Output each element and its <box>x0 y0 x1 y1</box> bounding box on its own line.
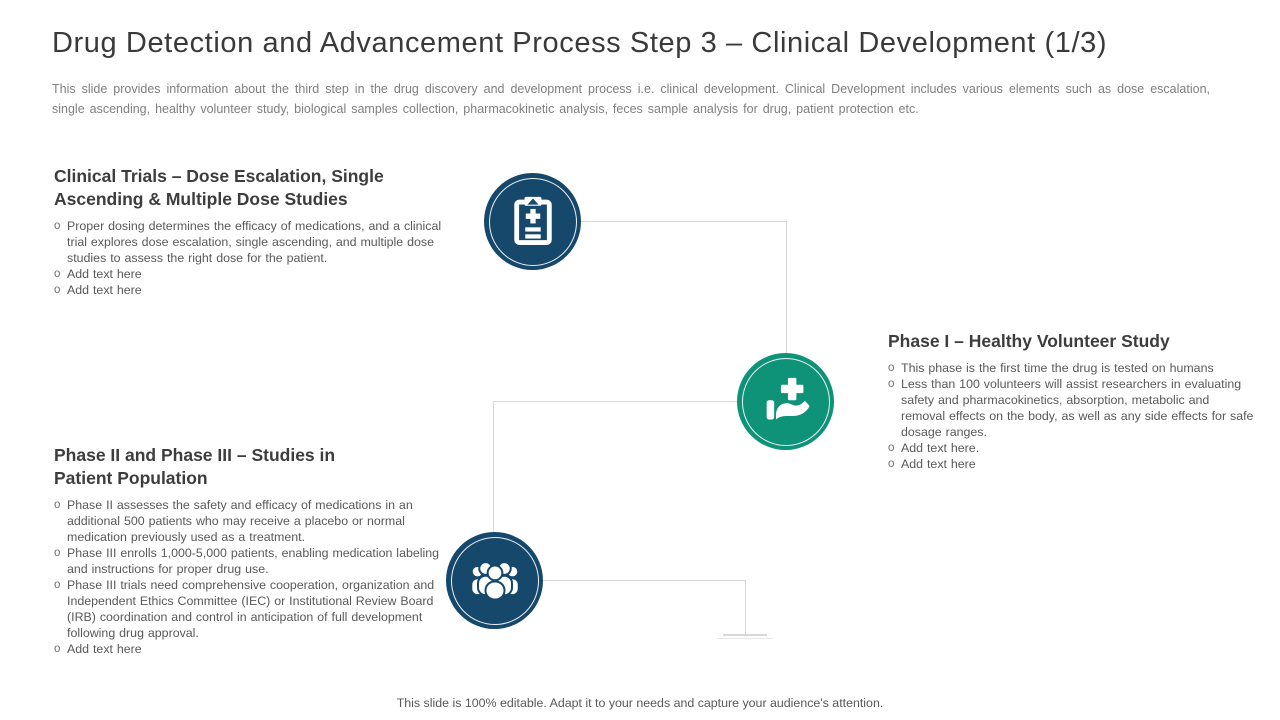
connector-end-bar <box>723 634 767 636</box>
bullet-text: Add text here. <box>901 441 980 456</box>
bullet-list: o This phase is the first time the drug i… <box>888 360 1254 472</box>
bullet-marker: o <box>54 546 61 559</box>
bullet-text: Less than 100 volunteers will assist res… <box>901 377 1254 440</box>
heading-line: Phase I – Healthy Volunteer Study <box>888 331 1170 351</box>
heading-line: Ascending & Multiple Dose Studies <box>54 189 348 210</box>
bullet-text: Add text here <box>901 457 976 472</box>
bullet-text: Proper dosing determines the efficacy of… <box>67 219 442 266</box>
hand-plus-icon <box>766 377 810 420</box>
bullet-list: o Proper dosing determines the efficacy o… <box>54 218 446 298</box>
list-item: o Phase III trials need comprehensive coo… <box>54 577 446 641</box>
connector-clipboard-right <box>581 221 787 223</box>
phase1-badge <box>737 353 834 450</box>
slide-title: Drug Detection and Advancement Process S… <box>52 27 1108 59</box>
slide-subtitle: This slide provides information about th… <box>52 82 1210 116</box>
list-item: o This phase is the first time the drug i… <box>888 360 1254 376</box>
connector-down-to-people <box>493 401 495 533</box>
bullet-marker: o <box>54 267 61 280</box>
connector-down-to-hand <box>786 221 788 354</box>
bullet-marker: o <box>54 578 61 591</box>
bullet-marker: o <box>888 361 895 374</box>
bullet-text: Add text here <box>67 283 142 298</box>
connector-end-bar-2 <box>717 638 773 639</box>
people-group-icon <box>469 560 520 600</box>
list-item: o Add text here <box>54 641 446 657</box>
bullet-marker: o <box>54 219 61 232</box>
list-item: o Proper dosing determines the efficacy o… <box>54 218 446 266</box>
list-item: o Phase III enrolls 1,000-5,000 patients,… <box>54 545 446 577</box>
heading-line: Phase II and Phase III – Studies in <box>54 445 336 465</box>
section-heading: Phase II and Phase III – Studies in Pati… <box>54 444 446 490</box>
list-item: o Phase II assesses the safety and effica… <box>54 497 446 545</box>
clinical-trials-badge <box>484 173 581 270</box>
bullet-list: o Phase II assesses the safety and effica… <box>54 497 446 657</box>
bullet-marker: o <box>54 642 61 655</box>
bullet-text: This phase is the first time the drug is… <box>901 361 1214 376</box>
bullet-text: Add text here <box>67 267 142 282</box>
phase23-badge <box>446 532 543 629</box>
heading-line: Clinical Trials – Dose Escalation, Singl… <box>54 166 384 186</box>
list-item: o Add text here. <box>888 440 1254 456</box>
list-item: o Add text here <box>54 282 446 298</box>
bullet-marker: o <box>888 441 895 454</box>
bullet-text: Add text here <box>67 642 142 657</box>
list-item: o Add text here <box>888 456 1254 472</box>
section-phase1: Phase I – Healthy Volunteer Study o This … <box>888 330 1254 472</box>
bullet-text: Phase III trials need comprehensive coop… <box>67 578 435 641</box>
list-item: o Add text here <box>54 266 446 282</box>
list-item: o Less than 100 volunteers will assist re… <box>888 376 1254 440</box>
section-phase2-3: Phase II and Phase III – Studies in Pati… <box>54 444 446 657</box>
connector-people-right <box>543 580 746 582</box>
bullet-marker: o <box>54 283 61 296</box>
section-clinical-trials: Clinical Trials – Dose Escalation, Singl… <box>54 165 446 298</box>
section-heading: Phase I – Healthy Volunteer Study <box>888 330 1254 353</box>
section-heading: Clinical Trials – Dose Escalation, Singl… <box>54 165 446 211</box>
bullet-marker: o <box>54 498 61 511</box>
bullet-marker: o <box>888 457 895 470</box>
clipboard-plus-icon <box>513 196 552 245</box>
bullet-marker: o <box>888 377 895 390</box>
heading-line: Patient Population <box>54 468 208 489</box>
connector-down-end <box>745 580 747 635</box>
bullet-text: Phase II assesses the safety and efficac… <box>67 498 413 545</box>
bullet-text: Phase III enrolls 1,000-5,000 patients, … <box>67 546 440 577</box>
editable-note: This slide is 100% editable. Adapt it to… <box>396 696 884 710</box>
connector-hand-left <box>493 401 740 403</box>
